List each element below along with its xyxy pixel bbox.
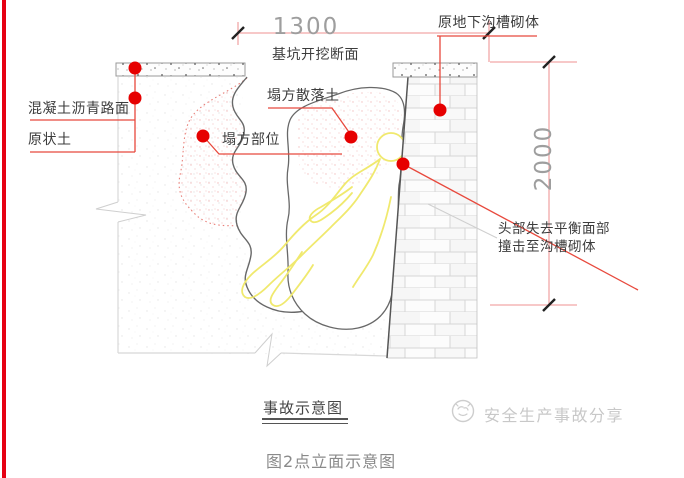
label-undisturbed-soil: 原状土 [28, 132, 72, 148]
dot-undisturbed-soil [128, 91, 142, 105]
dot-collapse-area [196, 129, 210, 143]
dim-2000-value: 2000 [531, 124, 557, 192]
label-existing-trench-masonry: 原地下沟槽砌体 [438, 15, 540, 31]
drawing-title: 事故示意图 [263, 399, 344, 417]
figure-caption: 图2点立面示意图 [266, 452, 397, 471]
leader-collapse-area [202, 135, 342, 155]
dim-1300-value: 1300 [272, 14, 340, 40]
dim-2000-line [490, 61, 577, 306]
dot-pavement [128, 61, 142, 75]
leader-loose-soil [268, 107, 352, 136]
label-excavation-section: 基坑开挖断面 [272, 47, 359, 63]
pavement-slab-left [115, 62, 246, 77]
dot-trench-masonry [433, 103, 447, 117]
victim-side-arm [352, 196, 392, 288]
victim-body [241, 158, 381, 299]
label-head-impact-line2: 撞击至沟槽砌体 [498, 239, 596, 255]
victim-leg [269, 251, 314, 307]
leader-trench-masonry [437, 35, 537, 108]
break-symbol-left [95, 201, 147, 223]
collapse-zone-texture [179, 78, 247, 226]
title-underline-thin [262, 423, 348, 424]
collapse-zone-dashed-boundary [178, 77, 248, 227]
pavement-slab-right [392, 62, 478, 78]
watermark-logo-icon [451, 399, 475, 423]
dimension-ticks [231, 26, 556, 312]
tick-right-upper [542, 55, 556, 69]
leader-head-impact [402, 163, 639, 291]
victim-head [376, 132, 406, 162]
tick-right-lower [542, 298, 556, 312]
dimension-lines [237, 20, 577, 306]
marker-dots [128, 61, 447, 171]
dot-loose-soil [344, 130, 358, 144]
trench-wall-edge [386, 76, 409, 359]
soil-boundary-lines [117, 77, 388, 357]
label-concrete-asphalt-pavement: 混凝土沥青路面 [28, 101, 130, 117]
gray-pointer-line [427, 203, 498, 239]
watermark-text: 安全生产事故分享 [484, 406, 625, 425]
left-accent-bar [2, 0, 6, 478]
tick-top-left [231, 26, 245, 40]
label-collapse-area: 塌方部位 [222, 132, 280, 148]
victim-figure-outline [241, 132, 406, 307]
tick-top-right [482, 26, 496, 40]
leader-pavement-soil [30, 68, 136, 153]
title-underline-thick [262, 418, 348, 420]
label-collapsed-loose-soil: 塌方散落土 [267, 88, 340, 104]
label-head-impact-line1: 头部失去平衡面部 [498, 221, 610, 237]
leader-lines [30, 35, 639, 291]
break-symbol-bottom [254, 332, 282, 368]
victim-arm [308, 186, 353, 224]
dot-head-impact [396, 157, 410, 171]
